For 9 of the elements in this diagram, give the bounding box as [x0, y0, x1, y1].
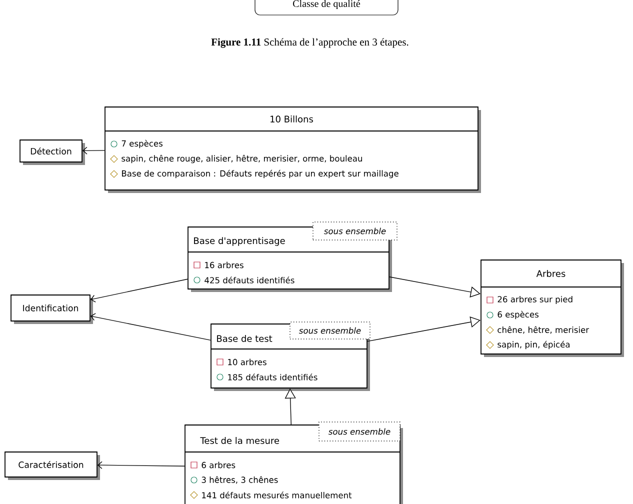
rounded-box: Classe de qualité [254, 0, 398, 16]
step-box: Détection [20, 140, 85, 165]
arrow [82, 146, 105, 154]
figure-caption: Figure 1.11 Schéma de l’approche en 3 étapes. [211, 38, 408, 48]
arrow [90, 313, 211, 341]
step-box: Identification [10, 294, 93, 324]
arrow [90, 278, 188, 302]
step-box: Caractérisation [4, 452, 100, 480]
arrow [97, 461, 185, 469]
